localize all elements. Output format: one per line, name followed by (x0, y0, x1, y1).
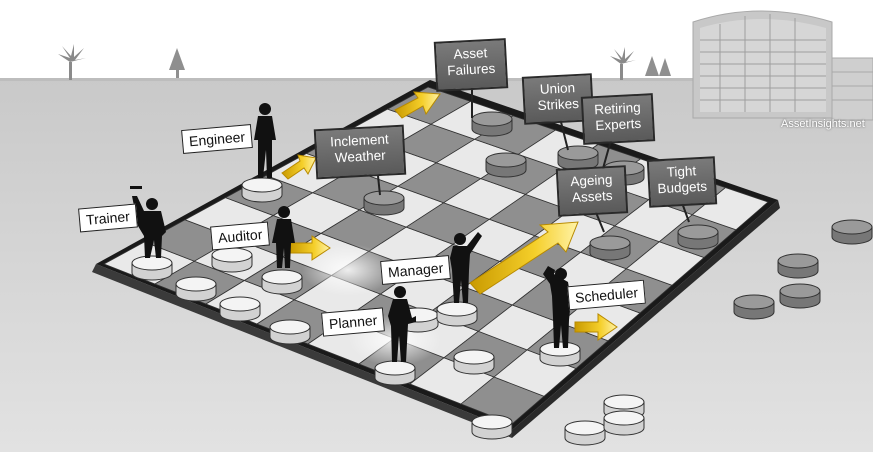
game-piece-icon (471, 111, 513, 137)
game-piece-icon (374, 360, 416, 386)
office-building-icon (692, 10, 873, 121)
person-silhouette-icon (254, 103, 276, 178)
role-label-auditor: Auditor (210, 221, 271, 251)
game-piece-icon (779, 283, 821, 309)
game-piece-icon (241, 177, 283, 203)
game-piece-icon (261, 269, 303, 295)
arrow-icon (281, 154, 317, 180)
palm-tree-icon (610, 47, 636, 80)
sign-line: Weather (334, 147, 386, 166)
person-silhouette-icon (130, 186, 166, 258)
game-piece-icon (453, 349, 495, 375)
game-piece-icon (539, 341, 581, 367)
challenge-sign-ageing-assets: Ageing Assets (555, 165, 629, 217)
sign-line: Budgets (657, 178, 708, 197)
game-piece-icon (219, 296, 261, 322)
board-edge (512, 200, 780, 438)
game-piece-icon (733, 294, 775, 320)
sign-line: Strikes (537, 95, 580, 114)
game-piece-icon (831, 219, 873, 245)
person-silhouette-icon (543, 266, 571, 348)
game-piece-icon (485, 152, 527, 178)
challenge-sign-tight-budgets: Tight Budgets (646, 156, 718, 208)
challenge-sign-asset-failures: Asset Failures (433, 38, 509, 92)
board-edge (92, 264, 512, 438)
person-silhouette-icon (450, 232, 482, 303)
pine-tree-icon (645, 56, 671, 76)
pine-tree-icon (169, 48, 185, 78)
game-piece-icon (175, 276, 217, 302)
game-piece-icon (131, 255, 173, 281)
game-piece-icon (564, 420, 606, 446)
arrow-icon (469, 221, 579, 295)
arrow-icon (574, 313, 618, 341)
game-piece-icon (677, 224, 719, 250)
game-piece-icon (211, 247, 253, 273)
sign-line: Assets (571, 187, 613, 206)
game-piece-icon (269, 319, 311, 345)
sign-line: Failures (446, 60, 496, 79)
game-piece-icon (589, 235, 631, 261)
game-piece-icon (436, 301, 478, 327)
arrow-icon (394, 91, 441, 119)
person-silhouette-icon (388, 286, 416, 362)
arrow-icon (289, 235, 331, 261)
game-piece-icon (363, 190, 405, 216)
watermark: AssetInsights.net (781, 118, 865, 130)
game-piece-icon (471, 414, 513, 440)
game-piece-icon (777, 253, 819, 279)
challenge-sign-inclement-weather: Inclement Weather (313, 124, 407, 180)
game-piece-icon (603, 410, 645, 436)
person-silhouette-icon (272, 206, 295, 268)
palm-tree-icon (58, 44, 86, 80)
role-label-trainer: Trainer (78, 203, 138, 233)
challenge-sign-retiring-experts: Retiring Experts (580, 93, 656, 145)
sign-line: Experts (595, 115, 642, 134)
game-pieces (131, 111, 873, 446)
game-piece-icon (603, 394, 645, 420)
